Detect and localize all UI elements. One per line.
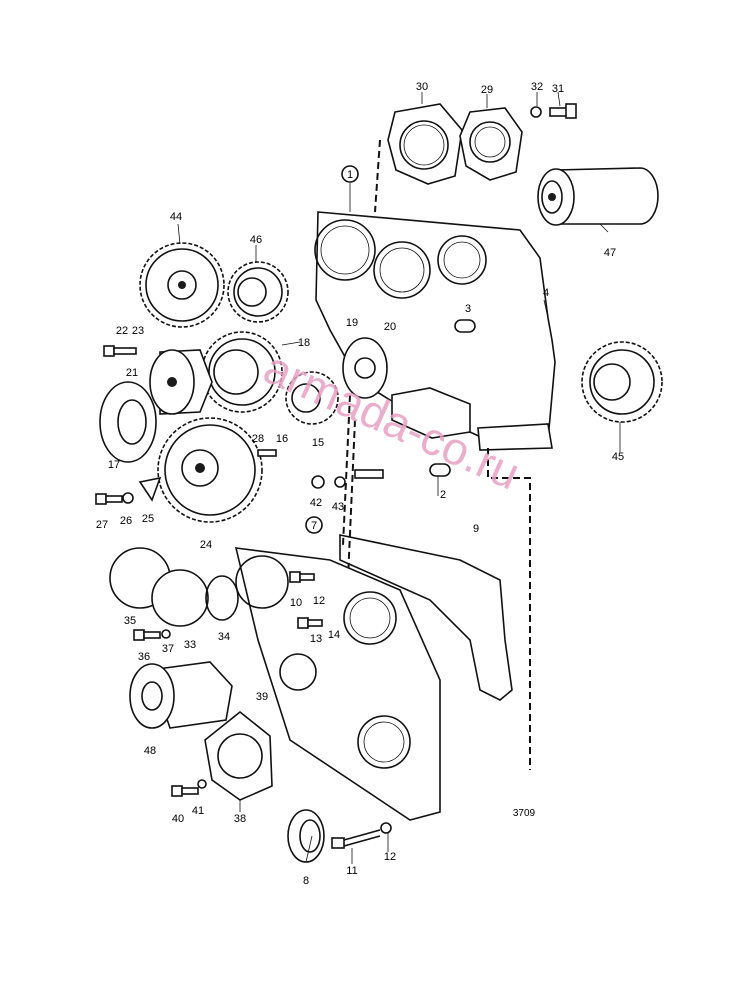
label-10: 10 (290, 597, 302, 609)
label-42: 42 (310, 497, 322, 509)
label-48: 48 (144, 745, 156, 757)
o-ring-34 (205, 575, 239, 621)
label-19: 19 (346, 317, 358, 329)
disc-17 (99, 381, 157, 463)
bolt-31 (549, 103, 577, 119)
gear-45 (581, 341, 663, 423)
flange-29 (459, 107, 523, 181)
pin-28 (257, 449, 277, 457)
label-12b: 12 (384, 851, 396, 863)
label-15: 15 (312, 437, 324, 449)
washer-26 (122, 492, 134, 504)
label-38: 38 (234, 813, 246, 825)
label-18: 18 (298, 337, 310, 349)
pin-2 (429, 463, 451, 477)
washer-12 (380, 822, 392, 834)
label-46: 46 (250, 234, 262, 246)
bolt-40 (171, 785, 199, 797)
bolt-13 (297, 617, 323, 629)
label-25: 25 (142, 513, 154, 525)
label-32: 32 (531, 81, 543, 93)
gear-44 (139, 242, 225, 328)
label-2: 2 (440, 489, 446, 501)
label-28: 28 (252, 433, 264, 445)
label-29: 29 (481, 84, 493, 96)
flange-30 (387, 103, 463, 185)
bolt-36 (133, 629, 161, 641)
washer-32 (530, 106, 542, 118)
plate-25 (138, 476, 162, 502)
flange-38 (204, 710, 273, 801)
label-20: 20 (384, 321, 396, 333)
bolt-22 (103, 345, 137, 357)
reference-number: 3709 (513, 808, 536, 819)
gear-24 (157, 417, 263, 523)
nut-42 (311, 475, 325, 489)
label-23: 23 (132, 325, 144, 337)
label-34: 34 (218, 631, 230, 643)
washer-43 (334, 476, 346, 488)
gear-15 (285, 371, 339, 425)
assembly-line-3 (487, 448, 531, 770)
label-22: 22 (116, 325, 128, 337)
label-14: 14 (328, 629, 340, 641)
washer-41 (197, 779, 207, 789)
label-21: 21 (126, 367, 138, 379)
label-12a: 12 (313, 595, 325, 607)
label-24: 24 (200, 539, 212, 551)
label-45: 45 (612, 451, 624, 463)
label-3: 3 (465, 303, 471, 315)
pin-3 (454, 319, 476, 333)
label-30: 30 (416, 81, 428, 93)
label-1-circle (341, 165, 359, 183)
washer-37 (161, 629, 171, 639)
label-33: 33 (184, 639, 196, 651)
label-9: 9 (473, 523, 479, 535)
bolt-10 (289, 571, 315, 583)
cover-33 (151, 569, 209, 627)
cylinder-47 (537, 167, 659, 226)
label-26: 26 (120, 515, 132, 527)
assembly-line-1 (374, 139, 381, 213)
label-47: 47 (604, 247, 616, 259)
seal-8 (287, 809, 325, 863)
gear-46 (227, 261, 289, 323)
label-35: 35 (124, 615, 136, 627)
label-16: 16 (276, 433, 288, 445)
hub-19 (342, 337, 388, 399)
label-40: 40 (172, 813, 184, 825)
front-cover-7 (234, 547, 441, 821)
label-41: 41 (192, 805, 204, 817)
label-17: 17 (108, 459, 120, 471)
label-43: 43 (332, 501, 344, 513)
leader-lines (177, 91, 621, 864)
label-39: 39 (256, 691, 268, 703)
label-27: 27 (96, 519, 108, 531)
bolt-11 (331, 829, 381, 849)
hub-21 (149, 349, 213, 415)
part-labels: 30 29 32 31 1 4 47 44 46 18 19 20 3 22 2… (96, 81, 624, 887)
label-11: 11 (346, 865, 357, 877)
pump-pulley-48 (129, 661, 233, 729)
label-37: 37 (162, 643, 174, 655)
gasket-9 (339, 534, 513, 701)
label-31: 31 (552, 83, 564, 95)
label-4: 4 (543, 287, 549, 299)
assembly-line-2 (342, 394, 351, 546)
label-7-circle (305, 516, 323, 534)
label-44: 44 (170, 211, 182, 223)
label-1: 1 (347, 169, 353, 181)
label-13: 13 (310, 633, 322, 645)
label-8: 8 (303, 875, 309, 887)
bolt-5 (354, 469, 384, 479)
label-36: 36 (138, 651, 150, 663)
bolt-27 (95, 493, 123, 505)
label-7: 7 (311, 520, 317, 532)
